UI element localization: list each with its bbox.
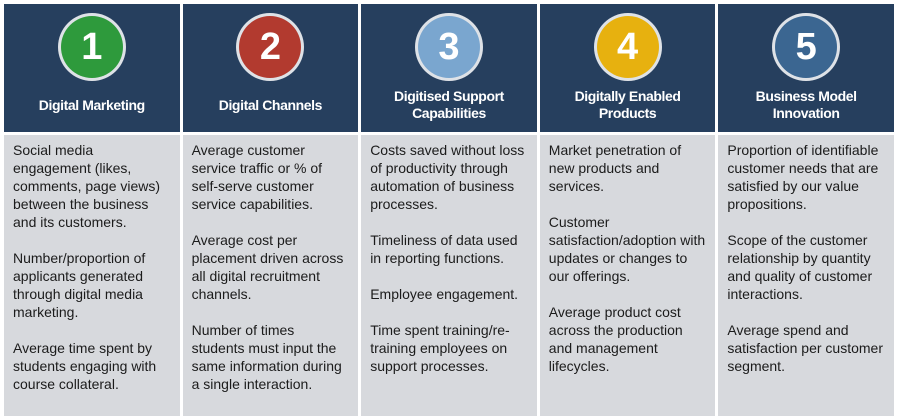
column-body: Social media engagement (likes, comments… (4, 135, 180, 416)
metric-item: Costs saved without loss of productivity… (370, 142, 525, 212)
metric-item: Proportion of identifiable customer need… (727, 142, 879, 212)
metric-item: Average cost per placement driven across… (191, 232, 344, 302)
number-badge: 2 (239, 16, 302, 78)
number-badge: 1 (60, 16, 123, 78)
column-digitally-enabled-products: 4 Digitally Enabled Products Market pene… (539, 4, 716, 416)
metric-item: Time spent training/re-training employee… (370, 322, 510, 374)
metrics-grid: 1 Digital Marketing Social media engagem… (4, 4, 894, 416)
metric-item: Scope of the customer relationship by qu… (727, 232, 873, 302)
column-header: 3 Digitised Support Capabilities (361, 4, 537, 132)
metric-item: Number of times students must input the … (191, 322, 342, 392)
number-badge: 5 (775, 16, 838, 78)
column-body: Market penetration of new products and s… (539, 135, 716, 416)
number-badge: 3 (417, 16, 480, 78)
column-header: 4 Digitally Enabled Products (539, 4, 716, 132)
metric-item: Average customer service traffic or % of… (191, 142, 323, 212)
metric-item: Average spend and satisfaction per custo… (727, 322, 883, 374)
column-body: Average customer service traffic or % of… (182, 135, 359, 416)
column-title: Digitised Support Capabilities (394, 88, 504, 121)
column-title: Digitally Enabled Products (574, 88, 681, 121)
column-body: Costs saved without loss of productivity… (361, 135, 537, 416)
column-title: Digital Channels (218, 96, 323, 113)
column-digital-channels: 2 Digital Channels Average customer serv… (182, 4, 359, 416)
column-title: Digital Marketing (38, 96, 145, 113)
metric-item: Market penetration of new products and s… (548, 142, 682, 194)
column-header: 2 Digital Channels (182, 4, 359, 132)
column-business-model-innovation: 5 Business Model Innovation Proportion o… (718, 4, 894, 416)
metric-item: Timeliness of data used in reporting fun… (370, 232, 518, 266)
column-body: Proportion of identifiable customer need… (718, 135, 894, 416)
column-header: 1 Digital Marketing (4, 4, 180, 132)
number-badge: 4 (596, 16, 659, 78)
metric-item: Employee engagement. (370, 286, 519, 302)
metric-item: Average product cost across the producti… (548, 304, 683, 374)
column-digitised-support: 3 Digitised Support Capabilities Costs s… (361, 4, 537, 416)
column-header: 5 Business Model Innovation (718, 4, 894, 132)
metric-item: Social media engagement (likes, comments… (13, 142, 161, 230)
column-title: Business Model Innovation (755, 88, 857, 121)
column-digital-marketing: 1 Digital Marketing Social media engagem… (4, 4, 180, 416)
metric-item: Average time spent by students engaging … (13, 340, 157, 392)
metric-item: Customer satisfaction/adoption with upda… (548, 214, 706, 284)
metric-item: Number/proportion of applicants generate… (13, 250, 146, 320)
